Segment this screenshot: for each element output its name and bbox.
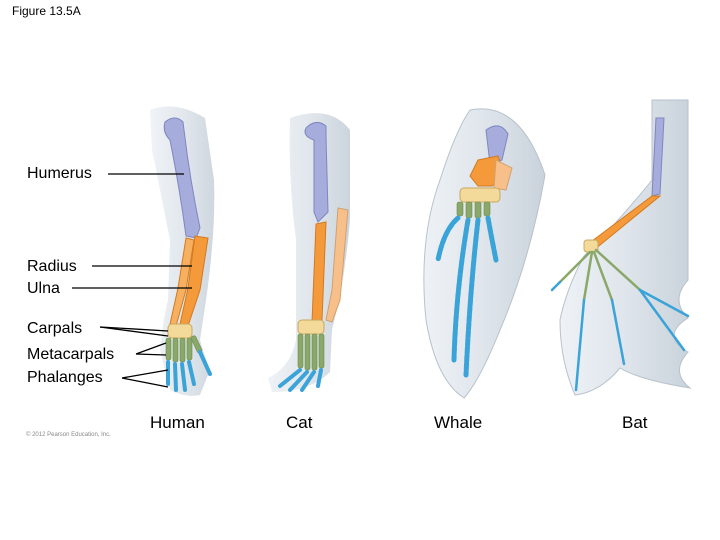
human-arm-skin [150,106,215,396]
cat-humerus-bone [304,122,329,223]
phalanges-leader-line-1 [121,369,169,379]
carpals-leader-line-2 [99,326,169,337]
whale-phalanges-bone [435,215,499,378]
cat-phalanges-bone [278,368,323,392]
cat-metacarpals-bone [297,333,325,371]
cat-ulna-bone [325,207,349,323]
carpals-leader-line-1 [99,326,169,332]
ulna-label: Ulna [27,280,60,297]
carpals-label: Carpals [27,320,83,337]
leader-lines [72,173,192,388]
whale-carpals-bone [459,187,501,203]
caption-whale: Whale [434,413,483,432]
whale-ulna-bone [493,159,513,191]
cat-carpals-bone [297,319,325,335]
phalanges-label: Phalanges [27,369,103,386]
human-arm [150,106,215,396]
whale-humerus-bone [485,125,509,165]
human-metacarpals-bone [165,335,203,363]
metacarpals-label: Metacarpals [27,346,115,363]
caption-cat: Cat [286,413,313,432]
cat-leg [268,113,350,392]
bat-humerus-bone [651,117,665,197]
figure-label: Figure 13.5A [12,4,81,18]
caption-human: Human [150,413,205,432]
radius-label: Radius [27,258,77,275]
human-phalanges-bone [166,350,212,392]
bat-phalanges-bone [550,280,690,392]
bat-metacarpals-bone [558,248,642,302]
human-carpals-bone [167,323,193,339]
human-humerus-bone [163,117,201,239]
whale-flipper [423,108,546,399]
copyright-notice: © 2012 Pearson Education, Inc. [26,432,111,438]
humerus-label: Humerus [27,165,92,182]
caption-bat: Bat [622,413,648,432]
metacarpals-leader-line-1 [135,342,167,355]
bat-wing [550,99,692,396]
metacarpals-leader-line-2 [135,353,167,356]
cat-leg-fur [268,113,350,392]
phalanges-leader-line-2 [121,377,169,388]
